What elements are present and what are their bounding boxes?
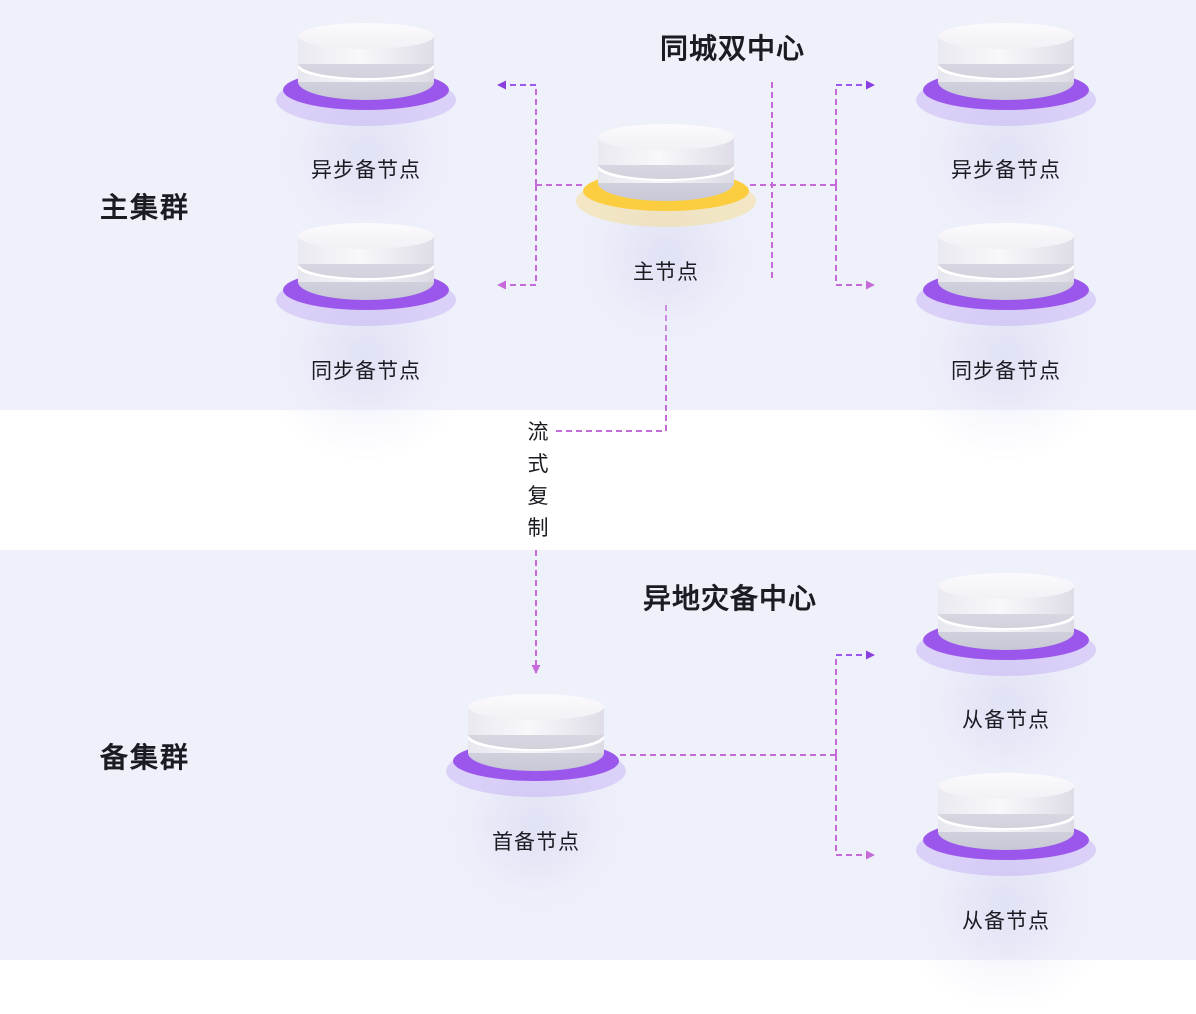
- slave-standby-node-top[interactable]: [896, 573, 1116, 814]
- sync-standby-label-right: 同步备节点: [951, 359, 1061, 383]
- database-icon: [468, 694, 604, 720]
- async-standby-node-right[interactable]: [896, 23, 1116, 264]
- slave-standby-label-bottom: 从备节点: [962, 909, 1050, 933]
- database-icon: [298, 23, 434, 49]
- first-standby-label: 首备节点: [492, 830, 580, 854]
- database-icon: [938, 573, 1074, 599]
- database-icon: [938, 773, 1074, 799]
- slave-standby-label-top: 从备节点: [962, 708, 1050, 732]
- standby-cluster-label: 备集群: [100, 741, 191, 774]
- async-standby-label-left: 异步备节点: [311, 158, 421, 182]
- sync-standby-node-left[interactable]: [256, 223, 476, 464]
- disaster-center-title: 异地灾备中心: [643, 582, 818, 615]
- primary-cluster-label: 主集群: [100, 191, 191, 224]
- sync-standby-node-right[interactable]: [896, 223, 1116, 464]
- async-standby-node-left[interactable]: [256, 23, 476, 264]
- database-icon: [938, 23, 1074, 49]
- main-node-label: 主节点: [633, 260, 699, 284]
- database-icon: [598, 124, 734, 150]
- database-icon: [938, 223, 1074, 249]
- main-node[interactable]: [556, 124, 776, 365]
- async-standby-label-right: 异步备节点: [951, 158, 1061, 182]
- sync-standby-label-left: 同步备节点: [311, 359, 421, 383]
- stream-replication-label: 流 式 复 制: [527, 420, 549, 540]
- dual-center-title: 同城双中心: [660, 32, 806, 65]
- database-icon: [298, 223, 434, 249]
- first-standby-node[interactable]: [426, 694, 646, 935]
- slave-standby-node-bottom[interactable]: [896, 773, 1116, 1014]
